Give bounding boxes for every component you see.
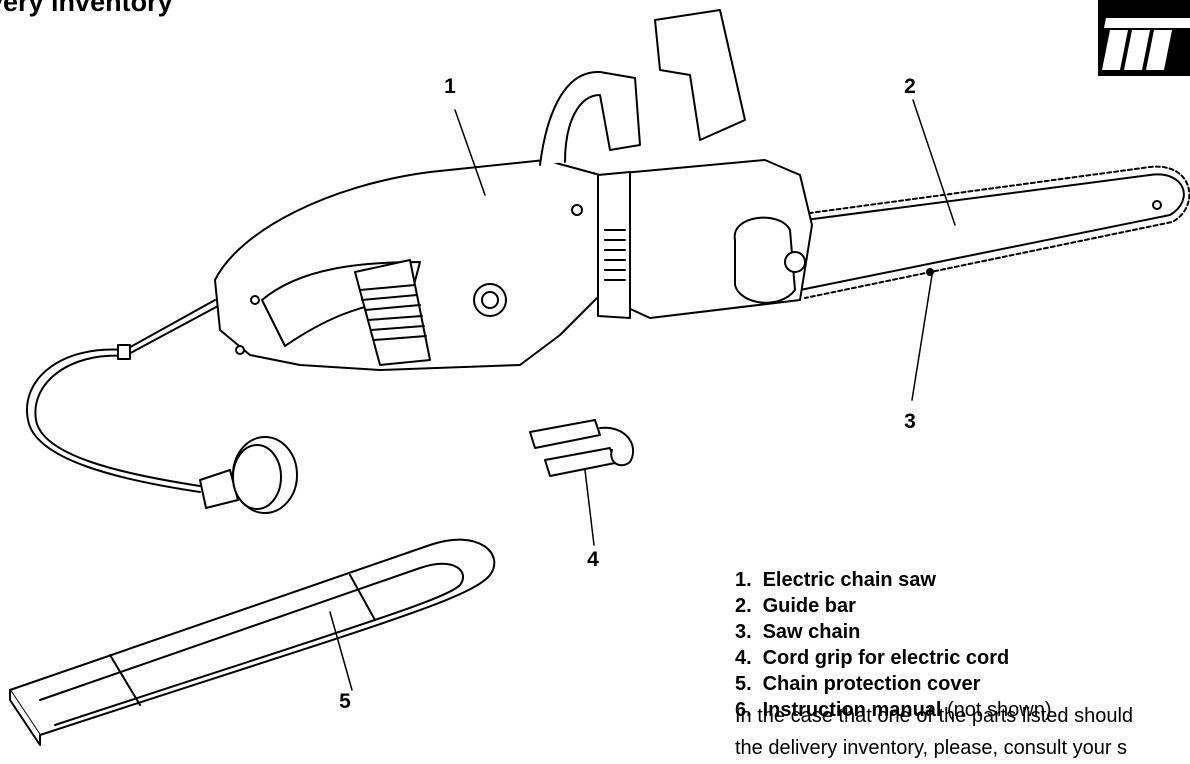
callout-4: 4: [587, 548, 599, 571]
page-heading: very inventory: [0, 0, 173, 17]
legend-item: 1. Electric chain saw: [735, 569, 936, 591]
guide-bar: [789, 165, 1190, 299]
legend-item: 6. Instruction manual (not shown): [735, 699, 1052, 721]
chain-cover-part: [9, 538, 496, 746]
brand-logo-icon: [1098, 0, 1190, 76]
leader-lines: [329, 99, 956, 691]
chain-saw-body: [214, 9, 813, 371]
legend-item: 3. Saw chain: [735, 621, 861, 643]
callout-1: 1: [444, 75, 456, 98]
callout-2: 2: [904, 75, 916, 98]
callout-5: 5: [339, 690, 351, 713]
power-cord: [25, 299, 298, 514]
legend-item: 2. Guide bar: [735, 595, 856, 617]
note-line-1: In the case that one of the parts listed…: [735, 705, 1134, 727]
note-line-2: the delivery inventory, please, consult …: [735, 737, 1128, 759]
cord-grip-part: [529, 419, 635, 477]
callout-3: 3: [904, 410, 916, 433]
parts-legend: 1. Electric chain saw 2. Guide bar 3. Sa…: [735, 567, 1052, 723]
legend-item: 4. Cord grip for electric cord: [735, 647, 1010, 669]
missing-parts-note: In the case that one of the parts listed…: [735, 700, 1190, 764]
legend-item: 5. Chain protection cover: [735, 673, 981, 695]
